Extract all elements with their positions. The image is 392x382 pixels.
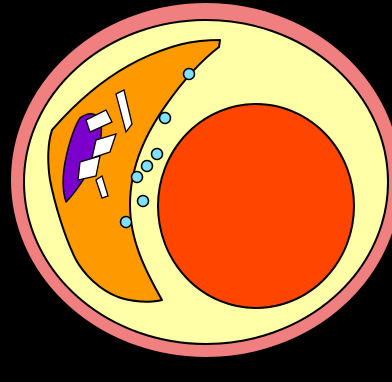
small-circle <box>142 161 153 172</box>
small-circle <box>138 196 149 207</box>
small-circle <box>184 69 195 80</box>
small-circle <box>152 149 163 160</box>
small-circle <box>132 172 143 183</box>
small-circle <box>160 113 171 124</box>
small-circle <box>121 217 132 228</box>
right-circle <box>158 104 354 308</box>
